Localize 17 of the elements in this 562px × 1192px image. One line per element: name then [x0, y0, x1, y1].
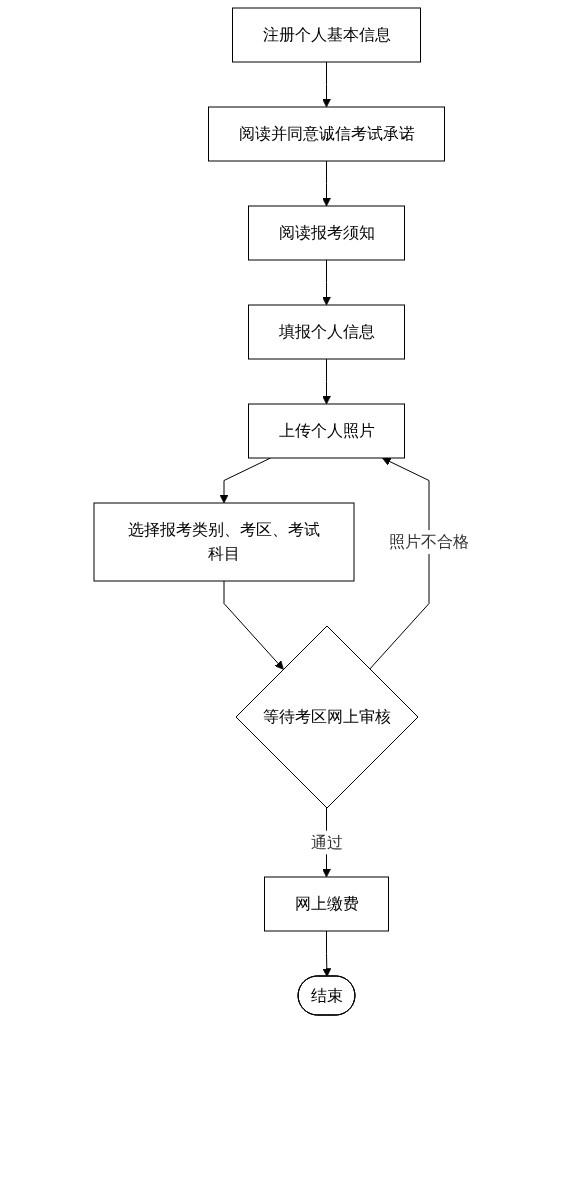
edge-label: 通过 — [310, 832, 342, 852]
arrow — [321, 930, 331, 977]
node-box: 填报个人信息 — [247, 304, 405, 360]
node-box: 上传个人照片 — [247, 403, 405, 459]
node-box: 阅读报考须知 — [247, 205, 405, 261]
arrow — [368, 457, 429, 670]
node-diamond: 等待考区网上审核 — [235, 625, 418, 809]
node-box: 网上缴费 — [263, 876, 389, 932]
arrow — [321, 259, 331, 306]
edge-label: 照片不合格 — [388, 532, 469, 551]
arrow — [321, 61, 331, 108]
arrow — [223, 580, 284, 670]
arrow — [321, 358, 331, 405]
arrow — [321, 160, 331, 207]
node-box: 注册个人基本信息 — [231, 7, 421, 63]
node-box: 选择报考类别、考区、考试科目 — [93, 502, 354, 582]
node-box: 阅读并同意诚信考试承诺 — [207, 106, 445, 162]
